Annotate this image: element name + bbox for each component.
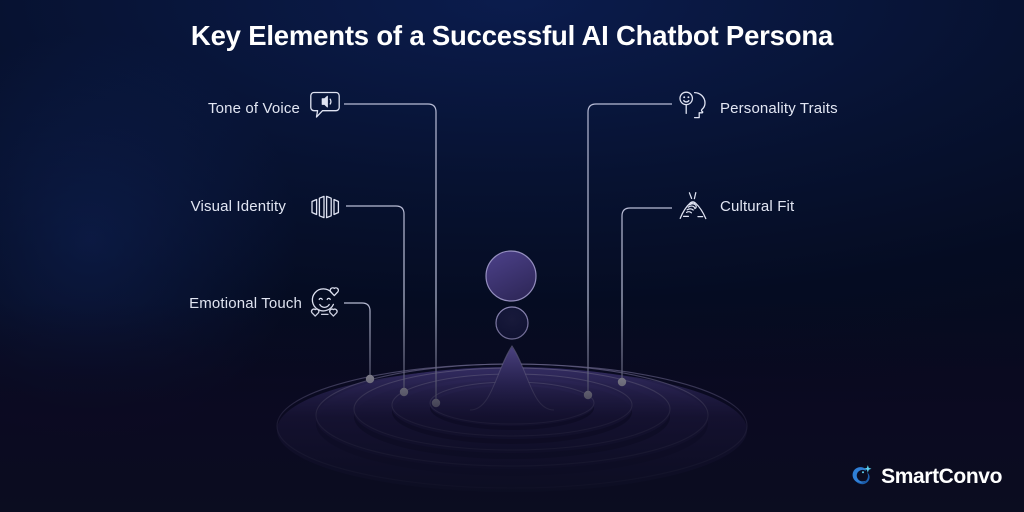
brand-name: SmartConvo bbox=[881, 464, 1002, 488]
page-title: Key Elements of a Successful AI Chatbot … bbox=[190, 20, 834, 51]
label-emotional-touch: Emotional Touch bbox=[189, 295, 302, 312]
speech-bubble-sound-icon bbox=[308, 88, 342, 122]
droplet-large bbox=[485, 250, 537, 302]
connector-node bbox=[583, 390, 593, 400]
connector-visual-identity bbox=[346, 205, 405, 391]
connector-node bbox=[617, 377, 627, 387]
label-cultural-fit: Cultural Fit bbox=[720, 198, 795, 215]
label-personality-traits: Personality Traits bbox=[720, 100, 838, 117]
clasped-hands-icon bbox=[676, 190, 710, 224]
waveform-bars-icon bbox=[308, 190, 342, 224]
swirl-sparkle-logo-icon bbox=[847, 463, 874, 490]
connector-emotional-touch bbox=[344, 302, 371, 378]
connector-node bbox=[365, 374, 375, 384]
head-profile-smiley-icon bbox=[676, 88, 710, 122]
smiley-hearts-icon bbox=[308, 285, 342, 319]
label-visual-identity: Visual Identity bbox=[190, 198, 286, 215]
connector-node bbox=[431, 398, 441, 408]
connector-cultural-fit bbox=[621, 207, 672, 381]
connector-personality-traits bbox=[587, 103, 672, 394]
label-tone-of-voice: Tone of Voice bbox=[207, 100, 300, 117]
brand-logo: SmartConvo bbox=[847, 463, 1002, 490]
connector-node bbox=[399, 387, 409, 397]
connector-tone-of-voice bbox=[344, 103, 437, 402]
